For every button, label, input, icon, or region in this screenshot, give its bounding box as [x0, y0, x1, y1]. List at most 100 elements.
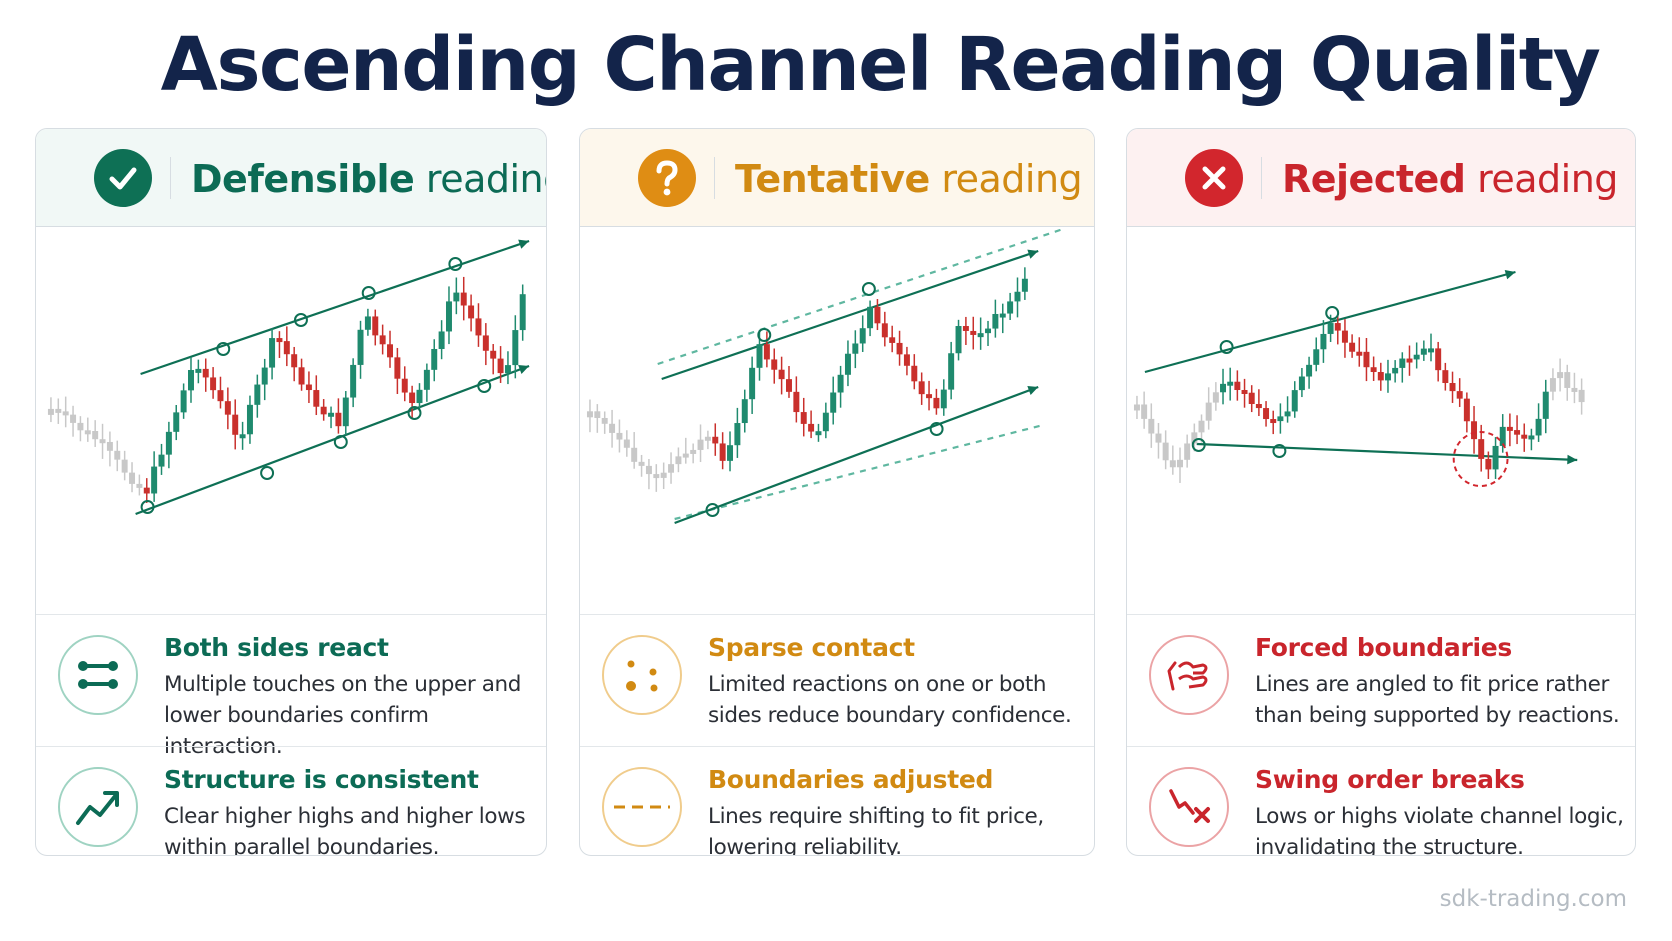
- card-header: Defensible reading: [36, 129, 546, 227]
- candle-body: [320, 406, 327, 415]
- candle-body: [313, 390, 320, 407]
- candle-body: [1007, 301, 1014, 314]
- candle-body: [136, 483, 143, 488]
- candle-body: [1399, 358, 1406, 368]
- candle-body: [453, 292, 460, 302]
- touch-marker: [448, 257, 463, 271]
- candle-body: [1542, 391, 1549, 419]
- candle-body: [1356, 351, 1363, 356]
- touch-marker: [140, 500, 155, 514]
- candle-body: [121, 459, 128, 473]
- candle-body: [1021, 278, 1028, 292]
- candle-body: [926, 394, 933, 399]
- page-title: Ascending Channel Reading Quality: [160, 22, 1601, 108]
- candle-body: [482, 335, 489, 351]
- touch-marker: [260, 466, 275, 480]
- candle-body: [1485, 458, 1492, 470]
- candle-body: [1428, 348, 1434, 353]
- candle-body: [1241, 390, 1248, 395]
- candle-body: [195, 368, 202, 373]
- list-item: Swing order breaks Lows or highs violate…: [1127, 746, 1635, 855]
- card-header: Rejected reading: [1127, 129, 1635, 227]
- candle-body: [1284, 411, 1291, 417]
- candle-body: [1313, 349, 1320, 365]
- candle-body: [1014, 291, 1021, 302]
- rejected-card: Rejected reading Forced boundaries Lines…: [1126, 128, 1636, 856]
- candle-body: [1198, 420, 1205, 433]
- candle-body: [675, 456, 682, 465]
- arrow-head: [1027, 385, 1039, 395]
- channel-chart-tentative: [580, 229, 1094, 614]
- card-header: Tentative reading: [580, 129, 1094, 227]
- candle-body: [1478, 439, 1485, 459]
- arrow-head: [1504, 269, 1516, 280]
- item-title: Boundaries adjusted: [708, 765, 994, 794]
- candle-body: [999, 313, 1006, 318]
- candle-body: [830, 392, 837, 413]
- candle-body: [305, 384, 312, 391]
- item-title: Sparse contact: [708, 633, 915, 662]
- arrow-head: [1567, 454, 1578, 465]
- candle-body: [1499, 426, 1506, 446]
- arrow-head: [1027, 249, 1039, 259]
- card-heading: Tentative reading: [735, 157, 1083, 201]
- arrow-head: [518, 364, 530, 374]
- candle-body: [682, 453, 689, 458]
- candle-body: [844, 353, 851, 375]
- candle-body: [623, 439, 630, 448]
- cross-icon: [1185, 149, 1243, 207]
- candle-body: [800, 412, 807, 424]
- candle-body: [1212, 392, 1219, 403]
- candle-body: [1248, 392, 1255, 405]
- touch-marker: [477, 379, 492, 393]
- channel-chart-defensible: [36, 229, 546, 614]
- touch-marker: [861, 282, 876, 296]
- candle-body: [1184, 443, 1191, 460]
- list-item: Forced boundaries Lines are angled to fi…: [1127, 614, 1635, 746]
- touch-marker: [1219, 340, 1234, 354]
- candle-body: [475, 318, 482, 336]
- candle-body: [940, 389, 947, 409]
- candle-body: [977, 333, 984, 338]
- candle-body: [202, 368, 209, 378]
- touch-marker: [929, 422, 944, 436]
- candle-body: [704, 436, 711, 441]
- candle-body: [918, 381, 925, 395]
- forced-fit-icon: [1149, 635, 1229, 715]
- candle-body: [749, 367, 756, 400]
- candle-body: [1327, 323, 1334, 334]
- candle-body: [283, 341, 290, 355]
- candle-body: [357, 329, 364, 365]
- candle-body: [1191, 432, 1198, 444]
- candle-body: [1162, 442, 1169, 461]
- candle-body: [1306, 364, 1313, 377]
- touch-marker: [216, 342, 231, 356]
- candle-body: [423, 369, 430, 390]
- channel-boundary-line: [135, 364, 530, 516]
- checkmark-icon: [94, 149, 152, 207]
- candle-body: [1133, 404, 1140, 411]
- candle-body: [328, 412, 335, 417]
- candle-body: [350, 364, 357, 398]
- candle-body: [889, 337, 896, 343]
- defensible-card: Defensible reading Both sides react Mult…: [35, 128, 547, 856]
- candle-body: [1298, 376, 1305, 391]
- candle-body: [460, 292, 467, 306]
- header-divider: [1261, 157, 1262, 199]
- item-description: Lines are angled to fit price rather tha…: [1255, 672, 1620, 728]
- item-title: Structure is consistent: [164, 765, 479, 794]
- candle-body: [1234, 381, 1241, 391]
- candle-body: [992, 313, 999, 329]
- candle-body: [1384, 373, 1391, 381]
- candle-body: [1155, 433, 1162, 443]
- candle-body: [224, 401, 231, 415]
- candle-body: [1514, 430, 1521, 435]
- touch-marker: [333, 435, 348, 449]
- two-sided-touch-icon: [58, 635, 138, 715]
- candle-body: [1528, 435, 1535, 440]
- candle-body: [815, 431, 822, 436]
- item-description: Clear higher highs and higher lows withi…: [164, 804, 526, 856]
- candle-body: [55, 408, 62, 413]
- touch-marker: [361, 286, 376, 300]
- candle-body: [697, 439, 704, 450]
